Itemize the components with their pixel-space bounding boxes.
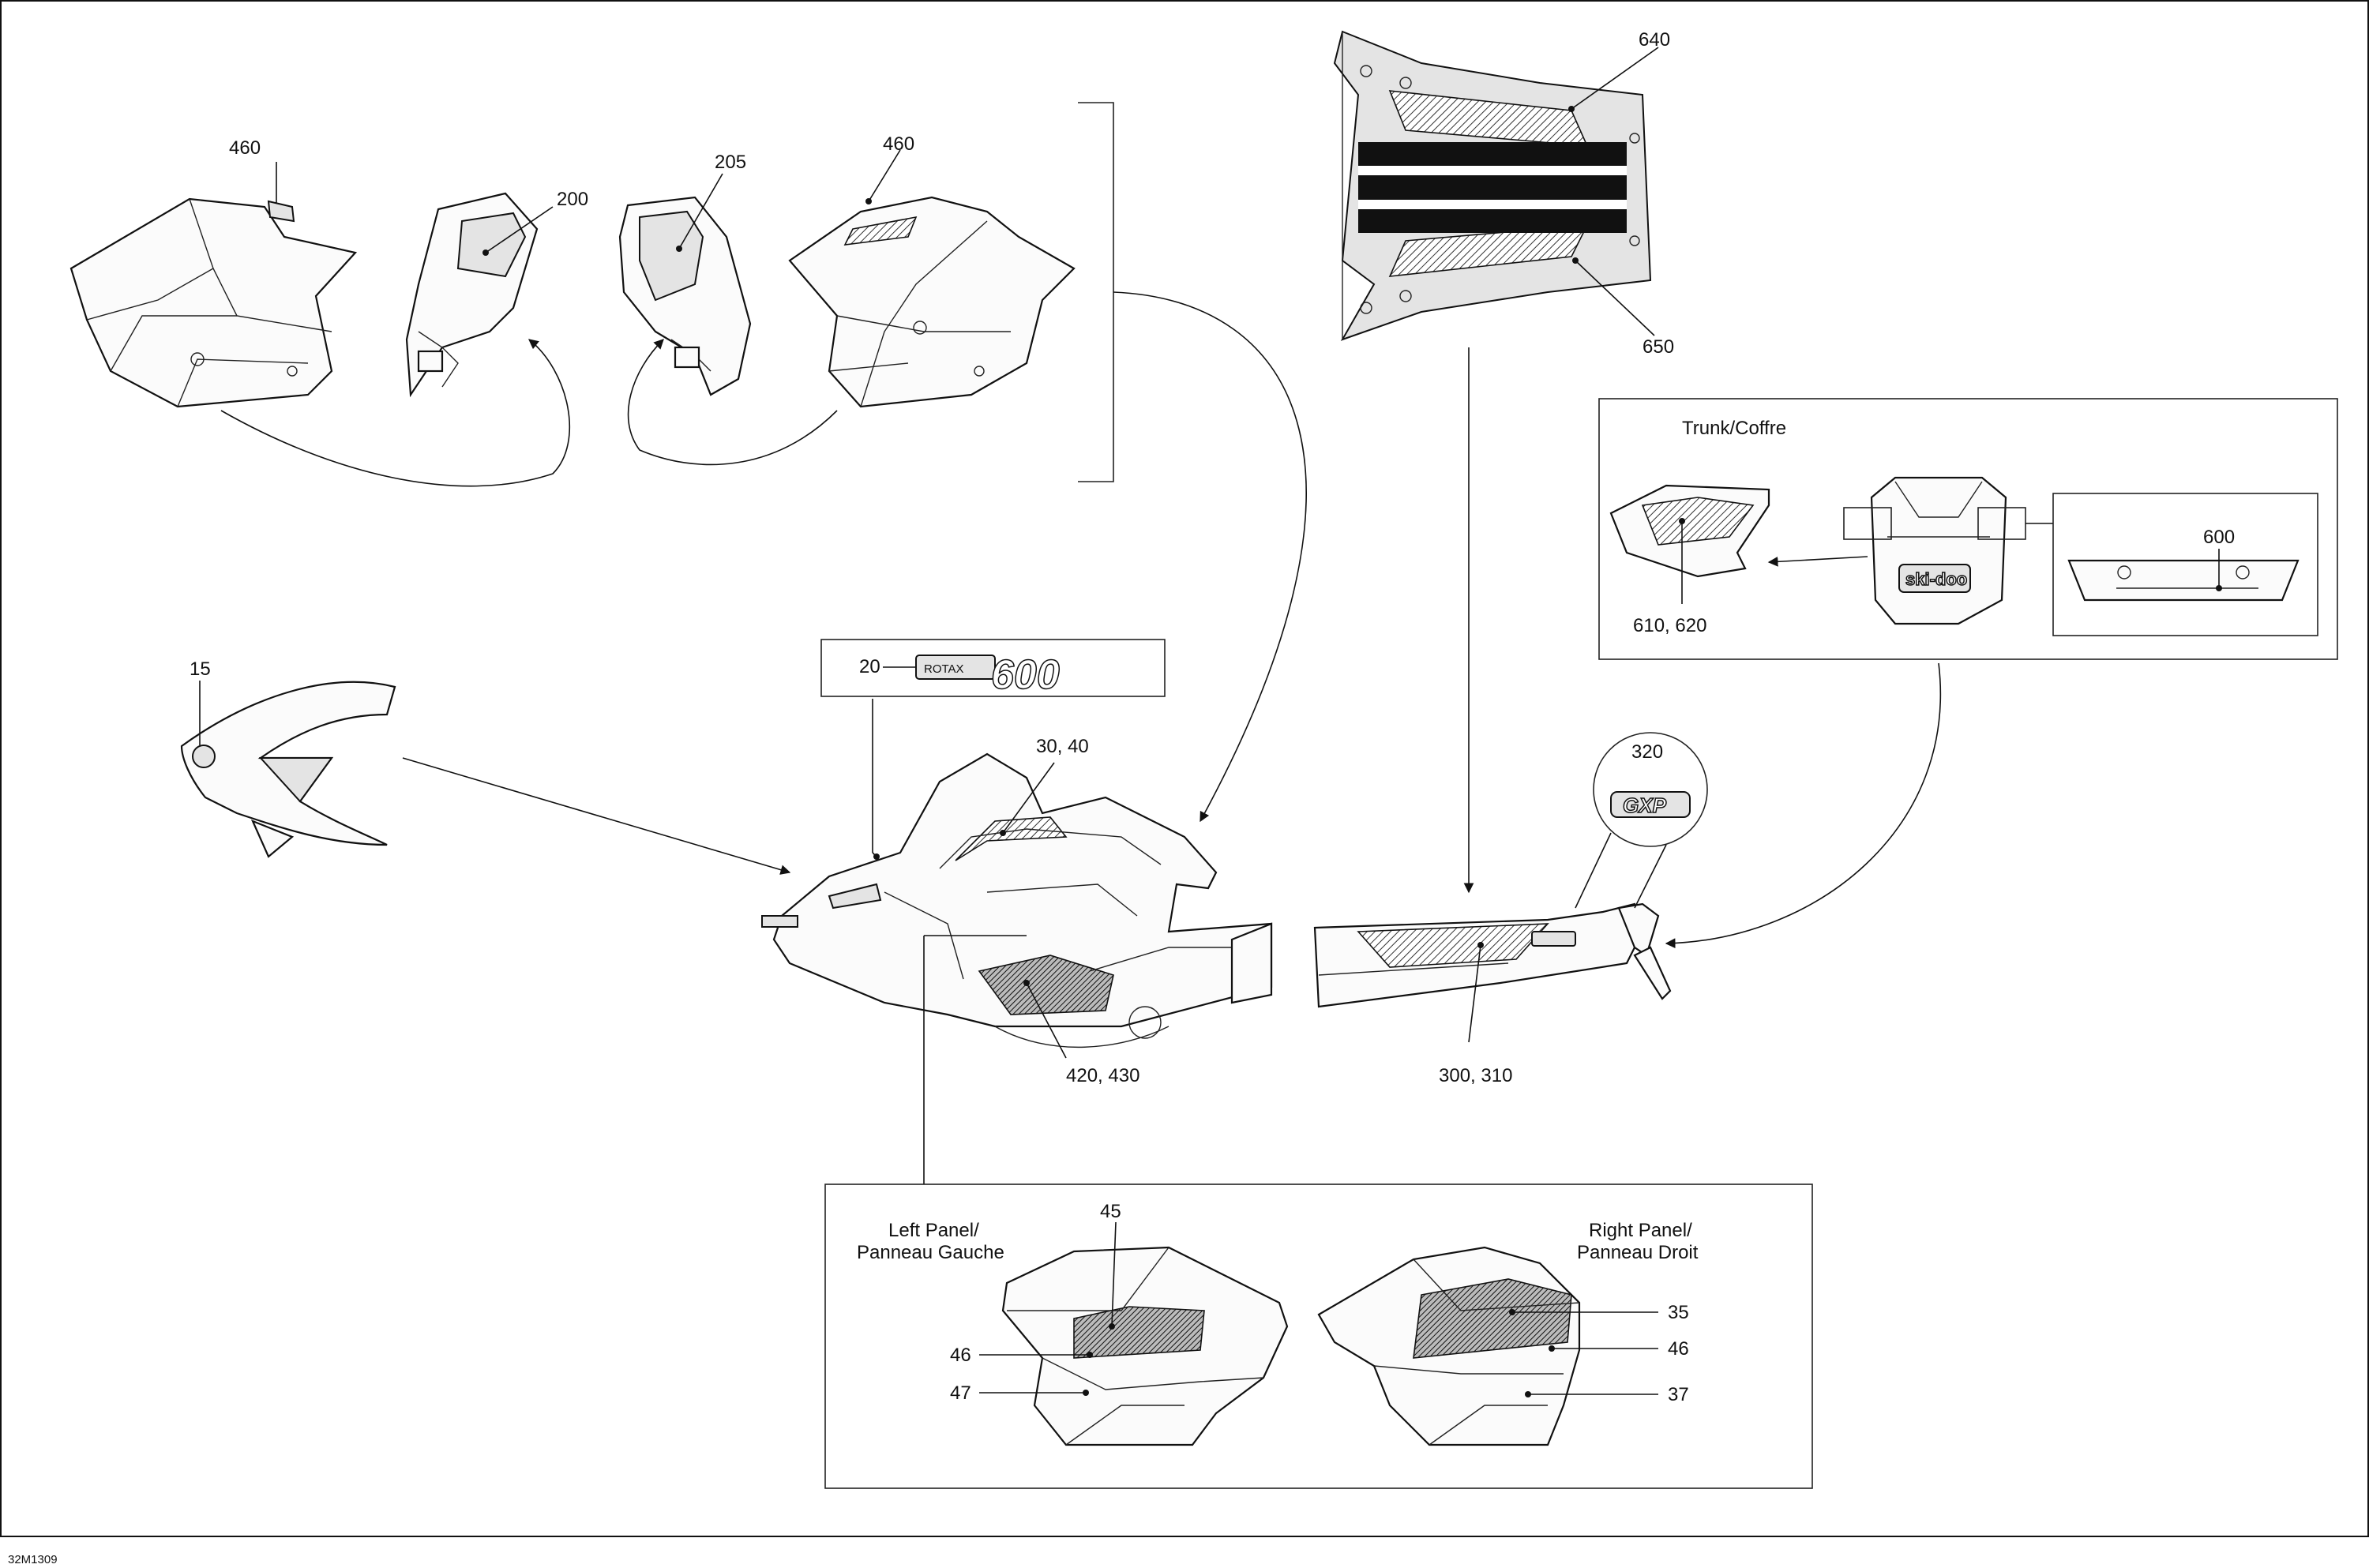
rotax-word: ROTAX: [924, 662, 964, 676]
callout-46-left: 46: [950, 1345, 971, 1366]
callout-460-left: 460: [229, 137, 261, 159]
callout-460-right: 460: [883, 133, 914, 155]
callout-205: 205: [715, 152, 746, 173]
rotax-number: 600: [991, 652, 1060, 698]
hood-piece: 15: [180, 658, 791, 875]
callout-600: 600: [2203, 527, 2235, 548]
side-panel-left: [69, 197, 358, 408]
side-panel-right: [788, 196, 1076, 408]
callout-200: 200: [557, 189, 588, 210]
callout-420-430: 420, 430: [1066, 1065, 1139, 1086]
diagram-code: 32M1309: [8, 1553, 58, 1566]
right-panel: Right Panel/ Panneau Droit 35 46 37: [1317, 1220, 1699, 1446]
right-panel-caption-1: Right Panel/: [1589, 1220, 1692, 1241]
callout-640: 640: [1639, 29, 1670, 51]
left-panel-caption-2: Panneau Gauche: [857, 1242, 1004, 1263]
callout-15: 15: [190, 658, 211, 680]
inner-panel-205: [618, 196, 752, 396]
panels-box: Left Panel/ Panneau Gauche 45 46 47 Righ…: [824, 1184, 1813, 1489]
callout-20: 20: [859, 656, 880, 677]
tunnel-top-view: 640 650: [1333, 29, 1674, 894]
callout-37: 37: [1668, 1384, 1689, 1405]
right-panel-caption-2: Panneau Droit: [1577, 1242, 1699, 1263]
callout-300-310: 300, 310: [1439, 1065, 1512, 1086]
side-panel-group: 460 200 205 460: [69, 102, 1307, 823]
callout-320: 320: [1631, 741, 1663, 763]
emblem-320-text: GXP: [1623, 793, 1667, 817]
trunk-box: Trunk/Coffre 610, 620 ski-doo 600: [1598, 398, 2338, 949]
callout-610-620: 610, 620: [1633, 615, 1706, 636]
main-snowmobile: 30, 40 420, 430 300, 310: [761, 736, 1672, 1184]
callout-47: 47: [950, 1382, 971, 1404]
trunk-caption: Trunk/Coffre: [1682, 418, 1786, 439]
left-panel-caption-1: Left Panel/: [888, 1220, 979, 1241]
callout-46-right: 46: [1668, 1338, 1689, 1360]
callout-30-40: 30, 40: [1036, 736, 1089, 757]
callout-650: 650: [1643, 336, 1674, 358]
callout-35: 35: [1668, 1302, 1689, 1323]
callout-45: 45: [1100, 1201, 1121, 1222]
inner-panel-200: [405, 192, 539, 398]
rotax-decal-box: 20 ROTAX 600: [820, 639, 1166, 853]
gxp-emblem: 320 GXP: [1575, 732, 1708, 909]
trunk-logo: ski-doo: [1905, 569, 1967, 589]
left-panel: Left Panel/ Panneau Gauche 45 46 47: [857, 1201, 1289, 1446]
